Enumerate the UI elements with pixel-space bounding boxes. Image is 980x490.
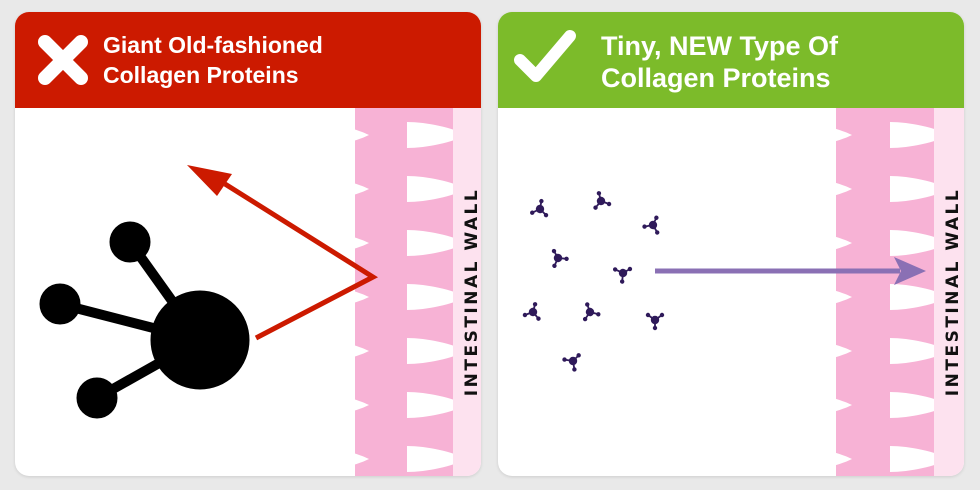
tiny-molecule [640, 210, 667, 237]
check-mark-icon [514, 30, 576, 82]
tiny-collagen-molecules [521, 187, 667, 374]
header-new-collagen: Tiny, NEW Type Of Collagen Proteins [498, 12, 964, 108]
scene-new-collagen: INTESTINAL WALL [521, 108, 964, 476]
bounce-arrow [223, 181, 379, 341]
tiny-molecule [528, 196, 552, 219]
tiny-molecule [644, 311, 666, 332]
title-new-collagen: Tiny, NEW Type Of Collagen Proteins [601, 30, 838, 94]
tiny-molecule [588, 187, 613, 212]
panel-new-collagen: Tiny, NEW Type Of Collagen Proteins INTE… [498, 12, 964, 476]
intestinal-wall-strip [934, 108, 964, 476]
scene-old-collagen: INTESTINAL WALL [39, 108, 481, 476]
title-line-2: Collagen Proteins [103, 62, 299, 88]
title-old-collagen: Giant Old-fashioned Collagen Proteins [103, 30, 323, 90]
title-line-2: Collagen Proteins [601, 63, 831, 93]
title-line-1: Giant Old-fashioned [103, 32, 323, 58]
wall-label: INTESTINAL WALL [462, 188, 481, 396]
intestinal-wall-villi [836, 108, 934, 476]
tiny-molecule [611, 259, 638, 286]
tiny-molecule [576, 298, 603, 323]
x-mark-icon [38, 35, 88, 85]
intestinal-wall-strip [453, 108, 481, 476]
tiny-molecule [544, 243, 571, 270]
tiny-molecule [560, 346, 588, 374]
tiny-molecule [521, 298, 546, 323]
wall-label: INTESTINAL WALL [943, 188, 963, 396]
intestinal-wall-villi [355, 108, 453, 476]
panel-old-collagen: Giant Old-fashioned Collagen Proteins IN… [15, 12, 481, 476]
giant-collagen-molecule [39, 221, 250, 419]
header-old-collagen: Giant Old-fashioned Collagen Proteins [15, 12, 481, 108]
bounce-arrowhead [187, 165, 232, 196]
pass-through-arrowhead [894, 257, 926, 285]
title-line-1: Tiny, NEW Type Of [601, 31, 839, 61]
